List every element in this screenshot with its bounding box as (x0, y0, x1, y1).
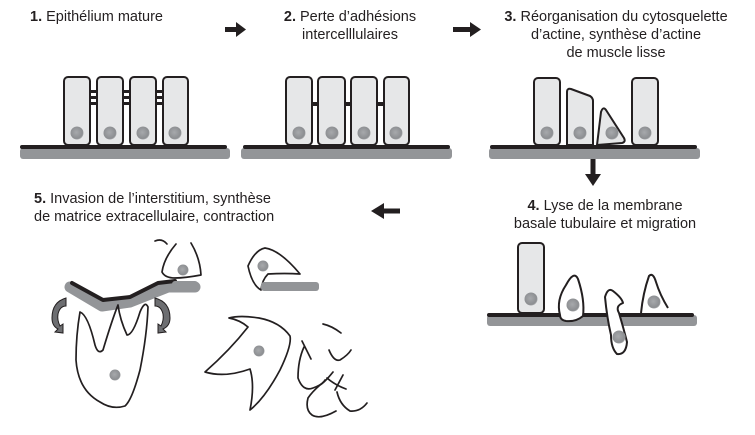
nucleus (70, 126, 182, 140)
epithelial-cell (517, 242, 545, 314)
small-membrane-fragment (261, 282, 319, 291)
step-4-text-line-1: Lyse de la membrane (543, 198, 683, 214)
epithelial-cell (63, 76, 189, 146)
arrow-2-to-3 (453, 22, 481, 37)
step-1-text: Epithélium mature (46, 9, 163, 25)
step-4-label: 4. Lyse de la membrane basale tubulaire … (490, 197, 720, 233)
arrow-1-to-2 (225, 22, 246, 37)
basement-membrane-gray (489, 148, 700, 159)
panel-2-loss-of-adhesions (241, 76, 452, 159)
folded-basement-membrane-line (70, 279, 177, 302)
step-3-label: 3. Réorganisation du cytosquelette d’act… (486, 8, 746, 62)
step-3-text-line-1: Réorganisation du cytosquelette (520, 9, 728, 25)
basement-membrane-gray (241, 148, 452, 159)
step-2-text-line-1: Perte d’adhésions (300, 9, 417, 25)
arrow-3-to-4 (585, 158, 601, 186)
basement-membrane-gray (20, 148, 230, 159)
nucleus (292, 126, 403, 140)
gray-membrane-segment (172, 281, 198, 290)
basement-membrane-line (20, 145, 227, 149)
nucleus (109, 260, 269, 381)
panel-1-mature-epithelium (20, 76, 230, 159)
epithelial-cell (533, 77, 659, 146)
panel-3-cytoskeleton-reorganisation (489, 77, 700, 159)
step-3-number: 3. (504, 9, 517, 25)
contraction-arrow (51, 297, 171, 334)
step-5-text-line-2: de matrice extracellulaire, contraction (34, 209, 275, 225)
step-2-text-line-2: intercelllulaires (302, 27, 398, 43)
epithelial-cell (285, 76, 410, 146)
nucleus (540, 126, 652, 140)
step-2-number: 2. (283, 9, 296, 25)
mesenchymal-cell (75, 239, 368, 418)
nucleus (524, 292, 661, 344)
basement-membrane-line (487, 313, 694, 317)
basement-membrane-line (243, 145, 450, 149)
step-5-number: 5. (34, 191, 47, 207)
step-5-text-line-1: Invasion de l’interstitium, synthèse (50, 191, 271, 207)
step-2-label: 2. Perte d’adhésions intercelllulaires (280, 8, 420, 44)
step-4-text-line-2: basale tubulaire et migration (513, 216, 697, 232)
panel-4-membrane-lysis-migration (487, 242, 697, 356)
arrow-4-to-5 (371, 203, 400, 219)
basement-membrane-gray (487, 315, 697, 326)
step-5-label: 5. Invasion de l’interstitium, synthèse … (34, 190, 274, 226)
step-3-text-line-3: de muscle lisse (566, 45, 666, 61)
tight-junctions (89, 90, 164, 105)
step-3-text-line-2: d’actine, synthèse d’actine (530, 27, 702, 43)
step-1-number: 1. (30, 9, 43, 25)
step-1-label: 1. Epithélium mature (30, 8, 163, 26)
panel-5-interstitium-invasion (51, 239, 368, 418)
residual-junctions (311, 102, 385, 106)
step-4-number: 4. (527, 198, 540, 214)
